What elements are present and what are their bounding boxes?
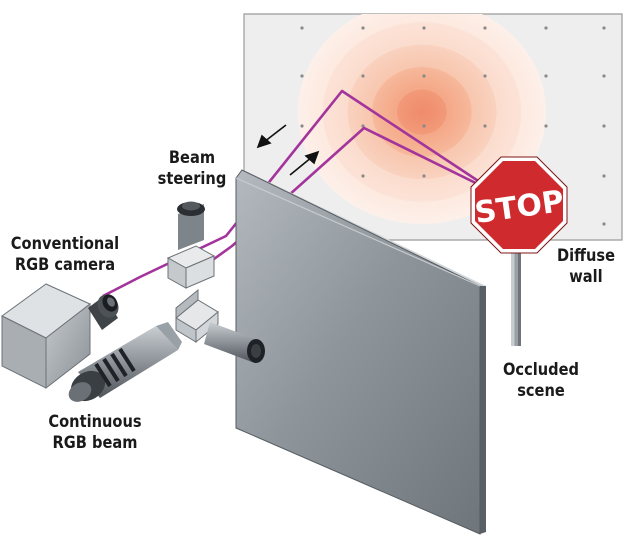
light-spot bbox=[298, 14, 546, 224]
camera-icon bbox=[1, 283, 119, 390]
diffuse-wall-label: Diffuse wall bbox=[546, 246, 625, 288]
return-light-path bbox=[102, 89, 499, 298]
occluded-scene-label-line2: scene bbox=[517, 381, 565, 401]
occluding-panel bbox=[235, 169, 486, 535]
arrow-icon bbox=[256, 124, 320, 176]
sign-post bbox=[511, 230, 521, 346]
diffuse-wall-label-line2: wall bbox=[569, 267, 603, 287]
stop-sign-icon: STOP bbox=[470, 156, 568, 254]
mirror-icon bbox=[166, 201, 219, 344]
beam-steering-label: Beam steering bbox=[152, 148, 231, 190]
conventional-camera-label-line1: Conventional bbox=[10, 234, 120, 254]
occluded-scene-label: Occluded scene bbox=[494, 360, 589, 402]
conventional-camera-label: Conventional RGB camera bbox=[9, 234, 121, 276]
mirror-stand bbox=[177, 201, 205, 250]
continuous-beam-label-line1: Continuous bbox=[48, 412, 142, 432]
continuous-beam-label-line2: RGB beam bbox=[52, 433, 138, 453]
occluded-scene-label-line1: Occluded bbox=[502, 360, 580, 380]
diffuse-wall-label-line1: Diffuse bbox=[556, 246, 616, 266]
beam-tube bbox=[204, 322, 265, 363]
beam-steering-label-line2: steering bbox=[157, 169, 227, 189]
continuous-beam-label: Continuous RGB beam bbox=[48, 412, 143, 454]
beam-steering-label-line1: Beam bbox=[168, 148, 216, 168]
conventional-camera-label-line2: RGB camera bbox=[14, 255, 116, 275]
laser-icon bbox=[68, 322, 182, 402]
